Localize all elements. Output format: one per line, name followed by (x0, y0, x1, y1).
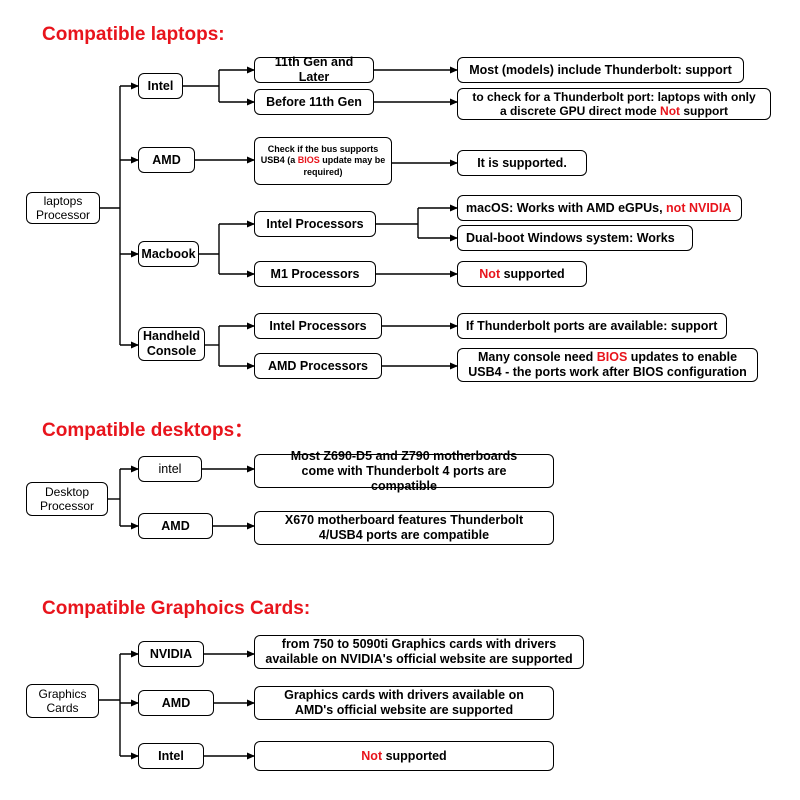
desktop-amd-node: AMD (138, 513, 213, 539)
desktops-title: Compatible desktops： (42, 420, 254, 441)
intel-gpu-not-supported-result: Not supported (254, 741, 554, 771)
laptop-intel-node: Intel (138, 73, 183, 99)
macbook-m1-node: M1 Processors (254, 261, 376, 287)
laptops-title: Compatible laptops: (42, 24, 225, 45)
desktop-intel-node: intel (138, 456, 202, 482)
desktop-amd-result: X670 motherboard features Thunderbolt 4/… (254, 511, 554, 545)
before-11th-line2: a discrete GPU direct mode Not support (499, 104, 729, 118)
laptops-processor-node: laptops Processor (26, 192, 100, 224)
desktop-intel-result: Most Z690-D5 and Z790 motherboards come … (254, 449, 554, 493)
intel-11th-gen-result: Most (models) include Thunderbolt: suppo… (457, 57, 744, 83)
graphics-title: Compatible Graphoics Cards: (42, 598, 311, 619)
intel-before-11th-gen-result: to check for a Thunderbolt port: laptops… (457, 88, 771, 120)
dual-boot-result: Dual-boot Windows system: Works (457, 225, 693, 251)
graphics-cards-node: Graphics Cards (26, 684, 99, 718)
amd-supported-result: It is supported. (457, 150, 587, 176)
handheld-amd-node: AMD Processors (254, 353, 382, 379)
macos-egpu-result: macOS: Works with AMD eGPUs, not NVIDIA (457, 195, 742, 221)
laptop-amd-node: AMD (138, 147, 195, 173)
intel-11th-gen-node: 11th Gen and Later (254, 55, 374, 84)
before-11th-line1: to check for a Thunderbolt port: laptops… (472, 89, 756, 104)
m1-not-supported-result: Not supported (457, 261, 587, 287)
nvidia-result: from 750 to 5090ti Graphics cards with d… (254, 635, 584, 669)
handheld-intel-result: If Thunderbolt ports are available: supp… (457, 313, 727, 339)
handheld-intel-node: Intel Processors (254, 313, 382, 339)
macbook-intel-node: Intel Processors (254, 211, 376, 237)
desktop-processor-node: Desktop Processor (26, 482, 108, 516)
graphics-nvidia-node: NVIDIA (138, 641, 204, 667)
amd-gpu-result: Graphics cards with drivers available on… (254, 686, 554, 720)
handheld-amd-result: Many console need BIOS updates to enable… (457, 348, 758, 382)
graphics-amd-node: AMD (138, 690, 214, 716)
handheld-console-node: Handheld Console (138, 327, 205, 361)
intel-before-11th-gen-node: Before 11th Gen (254, 89, 374, 115)
amd-usb4-check-node: Check if the bus supports USB4 (a BIOS u… (254, 137, 392, 185)
graphics-intel-node: Intel (138, 743, 204, 769)
macbook-node: Macbook (138, 241, 199, 267)
